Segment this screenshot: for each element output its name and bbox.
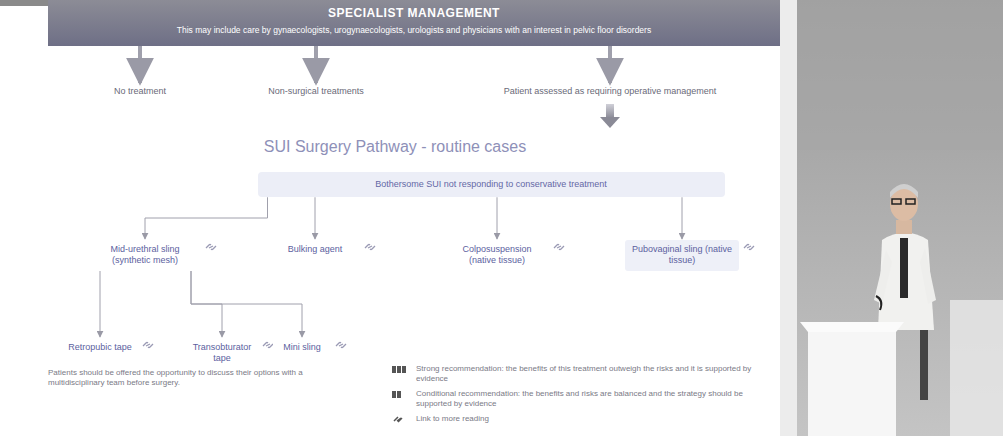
procedure-box: Bulking agent xyxy=(270,240,360,259)
connector xyxy=(138,46,142,83)
legend-text: Link to more reading xyxy=(416,414,489,424)
procedure-box: Mid-urethral sling (synthetic mesh) xyxy=(89,240,201,271)
slide-edge xyxy=(0,0,48,6)
procedure-box: Pubovaginal sling (native tissue) xyxy=(625,240,739,271)
connector xyxy=(314,46,318,83)
sling-type-box: Transobturator tape xyxy=(186,338,258,369)
box-text: No treatment xyxy=(84,86,196,97)
sling-type-box: Retropubic tape xyxy=(62,338,138,357)
box-text: Mini sling xyxy=(276,342,328,353)
down-arrow xyxy=(600,104,620,128)
slide-margin xyxy=(780,0,797,436)
legend-symbol xyxy=(392,365,408,374)
box-text: Pubovaginal sling (native tissue) xyxy=(629,244,735,267)
footnote: Patients should be offered the opportuni… xyxy=(48,368,328,389)
link-icon xyxy=(335,340,347,350)
connector xyxy=(315,197,316,239)
option-text: No treatment xyxy=(80,84,200,99)
link-icon xyxy=(364,242,376,252)
link-icon xyxy=(205,242,217,252)
box-text: Patient assessed as requiring operative … xyxy=(479,86,741,97)
section-heading: SUI Surgery Pathway - routine cases xyxy=(200,138,590,156)
criteria-box: Bothersome SUI not responding to conserv… xyxy=(258,172,725,197)
box-text: Bulking agent xyxy=(274,244,356,255)
box-text: Transobturator tape xyxy=(189,342,255,365)
box-text: Colposuspension (native tissue) xyxy=(449,244,545,267)
option-text: Non-surgical treatments xyxy=(241,84,391,99)
connector xyxy=(100,271,101,338)
legend-row: Conditional recommendation: the benefits… xyxy=(392,389,772,410)
box-subtext: This may include care by gynaecologists,… xyxy=(58,25,770,36)
link-icon xyxy=(553,242,565,252)
legend-symbol xyxy=(392,390,408,399)
legend: Strong recommendation: the benefits of t… xyxy=(392,364,772,428)
procedure-box: Colposuspension (native tissue) xyxy=(445,240,549,271)
box-text: Mid-urethral sling (synthetic mesh) xyxy=(93,244,197,267)
connector xyxy=(191,271,302,338)
connector xyxy=(497,197,498,239)
link-icon xyxy=(142,340,154,350)
sling-type-box: Mini sling xyxy=(273,338,331,357)
box-text: Retropubic tape xyxy=(65,342,135,353)
link-icon xyxy=(743,242,755,252)
option-text: Patient assessed as requiring operative … xyxy=(475,84,745,99)
legend-row: Strong recommendation: the benefits of t… xyxy=(392,364,772,385)
box-text: SPECIALIST MANAGEMENT xyxy=(58,6,770,21)
header-band: SPECIALIST MANAGEMENT This may include ca… xyxy=(48,0,780,46)
connector xyxy=(682,197,683,239)
box-text: Bothersome SUI not responding to conserv… xyxy=(268,179,715,190)
speaker-photo xyxy=(797,0,1003,436)
box-text: Non-surgical treatments xyxy=(245,86,387,97)
legend-text: Strong recommendation: the benefits of t… xyxy=(416,364,772,385)
connector xyxy=(608,46,612,83)
legend-symbol xyxy=(392,415,408,424)
legend-row: Link to more reading xyxy=(392,414,772,424)
connector xyxy=(145,197,268,239)
legend-text: Conditional recommendation: the benefits… xyxy=(416,389,772,410)
